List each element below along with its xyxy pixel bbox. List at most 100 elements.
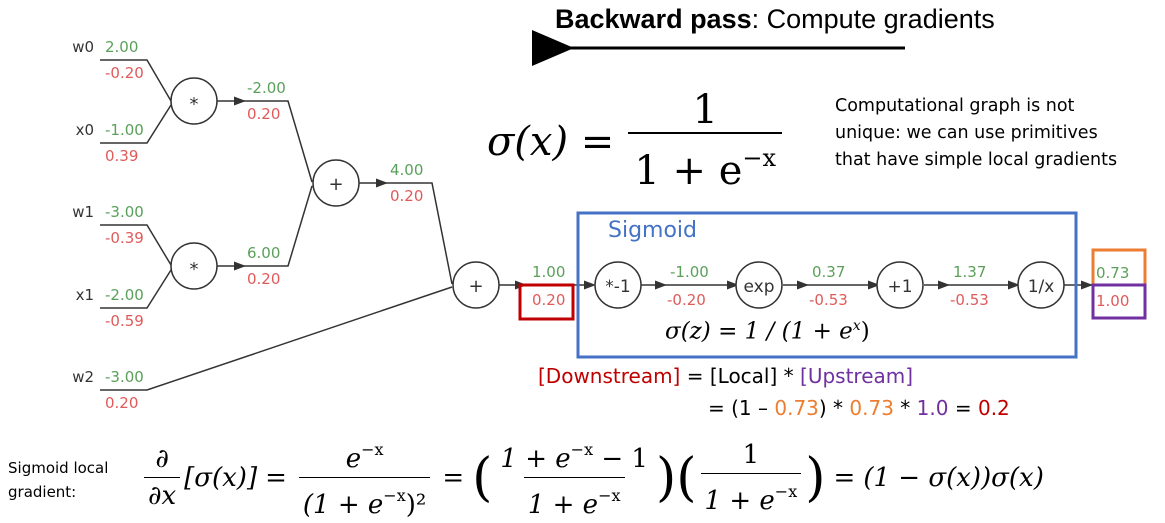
fraction-1-den-close: )² — [405, 490, 427, 520]
input-name-x0: x0 — [76, 121, 94, 139]
local-gradient-label-line: gradient: — [8, 483, 77, 501]
fraction-2-den-base: 1 + e — [527, 490, 599, 520]
edge-mul1-add0 — [243, 185, 313, 267]
upstream-label: [Upstream] — [800, 364, 914, 388]
node-inv — [1017, 261, 1065, 309]
node-mul1 — [170, 242, 218, 290]
local-value-2: 0.73 — [849, 396, 894, 420]
derivative-den: ∂x — [144, 477, 181, 514]
fraction-3-den-base: 1 + e — [704, 485, 775, 516]
chain-rule-mid1: ) * — [818, 396, 850, 420]
forward-value-w1: -3.00 — [105, 203, 144, 221]
sigmoid-box-formula-close: ) — [860, 318, 870, 345]
edge-w0 — [100, 59, 172, 102]
node-mul0 — [170, 77, 218, 125]
forward-value-neg: -1.00 — [670, 263, 709, 281]
chain-rule-mid3: = — [948, 396, 978, 420]
forward-value-mul0: -2.00 — [247, 79, 286, 97]
fraction-3-num: 1 — [742, 439, 760, 470]
paren-close: ) — [655, 447, 677, 508]
gradient-inv: 1.00 — [1096, 292, 1129, 310]
sigmoid-denominator: 1 + e−x — [628, 132, 783, 195]
chain-rule-line1: [Downstream] = [Local] * [Upstream] — [538, 364, 913, 388]
edge-x0 — [100, 104, 172, 144]
downstream-label: [Downstream] — [538, 364, 681, 388]
note-line: that have simple local gradients — [835, 150, 1118, 170]
node-label: * — [190, 94, 199, 115]
fraction-3: 1 1 + e−x — [700, 437, 802, 519]
forward-value-mul1: 6.00 — [247, 244, 280, 262]
gradient-w1: -0.39 — [105, 229, 144, 247]
sigmoid-box-label: Sigmoid — [608, 218, 698, 243]
node-label: + — [328, 174, 343, 195]
sigmoid-box-formula: σ(z) = 1 / (1 + ex) — [665, 318, 870, 345]
derivative-num: ∂ — [155, 444, 169, 474]
upstream-highlight-box — [1091, 283, 1147, 320]
local-value-1: 0.73 — [774, 396, 819, 420]
title-bold: Backward pass — [555, 4, 752, 34]
gradient-x1: -0.59 — [105, 312, 144, 330]
node-label: *-1 — [605, 277, 630, 297]
fraction-2-num-exp: −x — [570, 440, 594, 459]
forward-value-w0: 2.00 — [105, 38, 138, 56]
local-gradient-derivation: ∂ ∂x [σ(x)] = e−x (1 + e−x)² = ( 1 + e−x… — [140, 432, 1044, 523]
paren-close: ) — [805, 447, 826, 508]
fraction-1-num-base: e — [345, 444, 362, 474]
input-name-w0: w0 — [72, 38, 94, 56]
node-label: exp — [743, 277, 774, 297]
downstream-highlight-box — [518, 283, 575, 321]
derivative-bracket: [σ(x)] — [184, 462, 258, 493]
node-add0 — [312, 159, 360, 207]
chain-rule-mid2: * — [893, 396, 917, 420]
fraction-1-den: (1 + e−x)² — [298, 477, 431, 523]
sigmoid-denominator-exp: −x — [742, 144, 777, 172]
sigmoid-denominator-base: 1 + e — [634, 148, 743, 194]
equals: = — [442, 462, 465, 493]
fraction-2-num-tail: − 1 — [593, 444, 648, 474]
node-label: 1/x — [1028, 277, 1055, 297]
node-label: +1 — [887, 277, 912, 297]
sigmoid-box — [576, 211, 1078, 359]
forward-value-plus1: 1.37 — [953, 263, 986, 281]
gradient-add0: 0.20 — [390, 187, 423, 205]
node-neg — [594, 261, 642, 309]
input-name-w2: w2 — [72, 368, 94, 386]
local-gradient-label-line: Sigmoid local — [8, 459, 109, 477]
gradient-w0: -0.20 — [105, 64, 144, 82]
local-gradient-result: (1 − σ(x))σ(x) — [863, 462, 1044, 493]
note-line: unique: we can use primitives — [835, 123, 1098, 143]
sigmoid-lhs: σ(x) = — [487, 118, 615, 165]
fraction-3-den-exp: −x — [774, 481, 798, 501]
edge-x1 — [100, 269, 172, 309]
local-gradient-label: Sigmoid local gradient: — [8, 456, 108, 504]
fraction-1-num-exp: −x — [361, 440, 384, 459]
fraction-1-num: e−x — [342, 432, 388, 477]
forward-value-add0: 4.00 — [390, 161, 423, 179]
title-rest: : Compute gradients — [751, 4, 995, 34]
fraction-3-den: 1 + e−x — [700, 472, 802, 519]
gradient-plus1: -0.53 — [950, 291, 989, 309]
chain-rule-line2: = (1 – 0.73) * 0.73 * 1.0 = 0.2 — [708, 396, 1010, 420]
edge-w2 — [100, 286, 453, 391]
fraction-1-den-exp: −x — [383, 486, 406, 505]
forward-value-x0: -1.00 — [105, 121, 144, 139]
edge-mul0-add0 — [243, 100, 313, 183]
forward-value-w2: -3.00 — [105, 368, 144, 386]
paren-open: ( — [472, 447, 493, 508]
input-name-x1: x1 — [76, 286, 94, 304]
derivative-operator: ∂ ∂x — [144, 441, 181, 514]
fraction-1: e−x (1 + e−x)² — [298, 432, 431, 523]
sigmoid-fraction: 1 1 + e−x — [628, 88, 783, 195]
gradient-add1: 0.20 — [532, 291, 565, 309]
fraction-2-den-exp: −x — [598, 486, 621, 505]
note-line: Computational graph is not — [835, 96, 1075, 116]
sigmoid-definition: σ(x) = 1 1 + e−x — [487, 88, 783, 195]
fraction-2-num-base: 1 + e — [500, 444, 571, 474]
node-label: * — [190, 259, 199, 280]
node-add1 — [452, 261, 500, 309]
input-name-w1: w1 — [72, 203, 94, 221]
sigmoid-box-formula-lhs: σ(z) = 1 / (1 + e — [665, 318, 853, 345]
forward-value-exp: 0.37 — [812, 263, 845, 281]
gradient-x0: 0.39 — [105, 147, 138, 165]
